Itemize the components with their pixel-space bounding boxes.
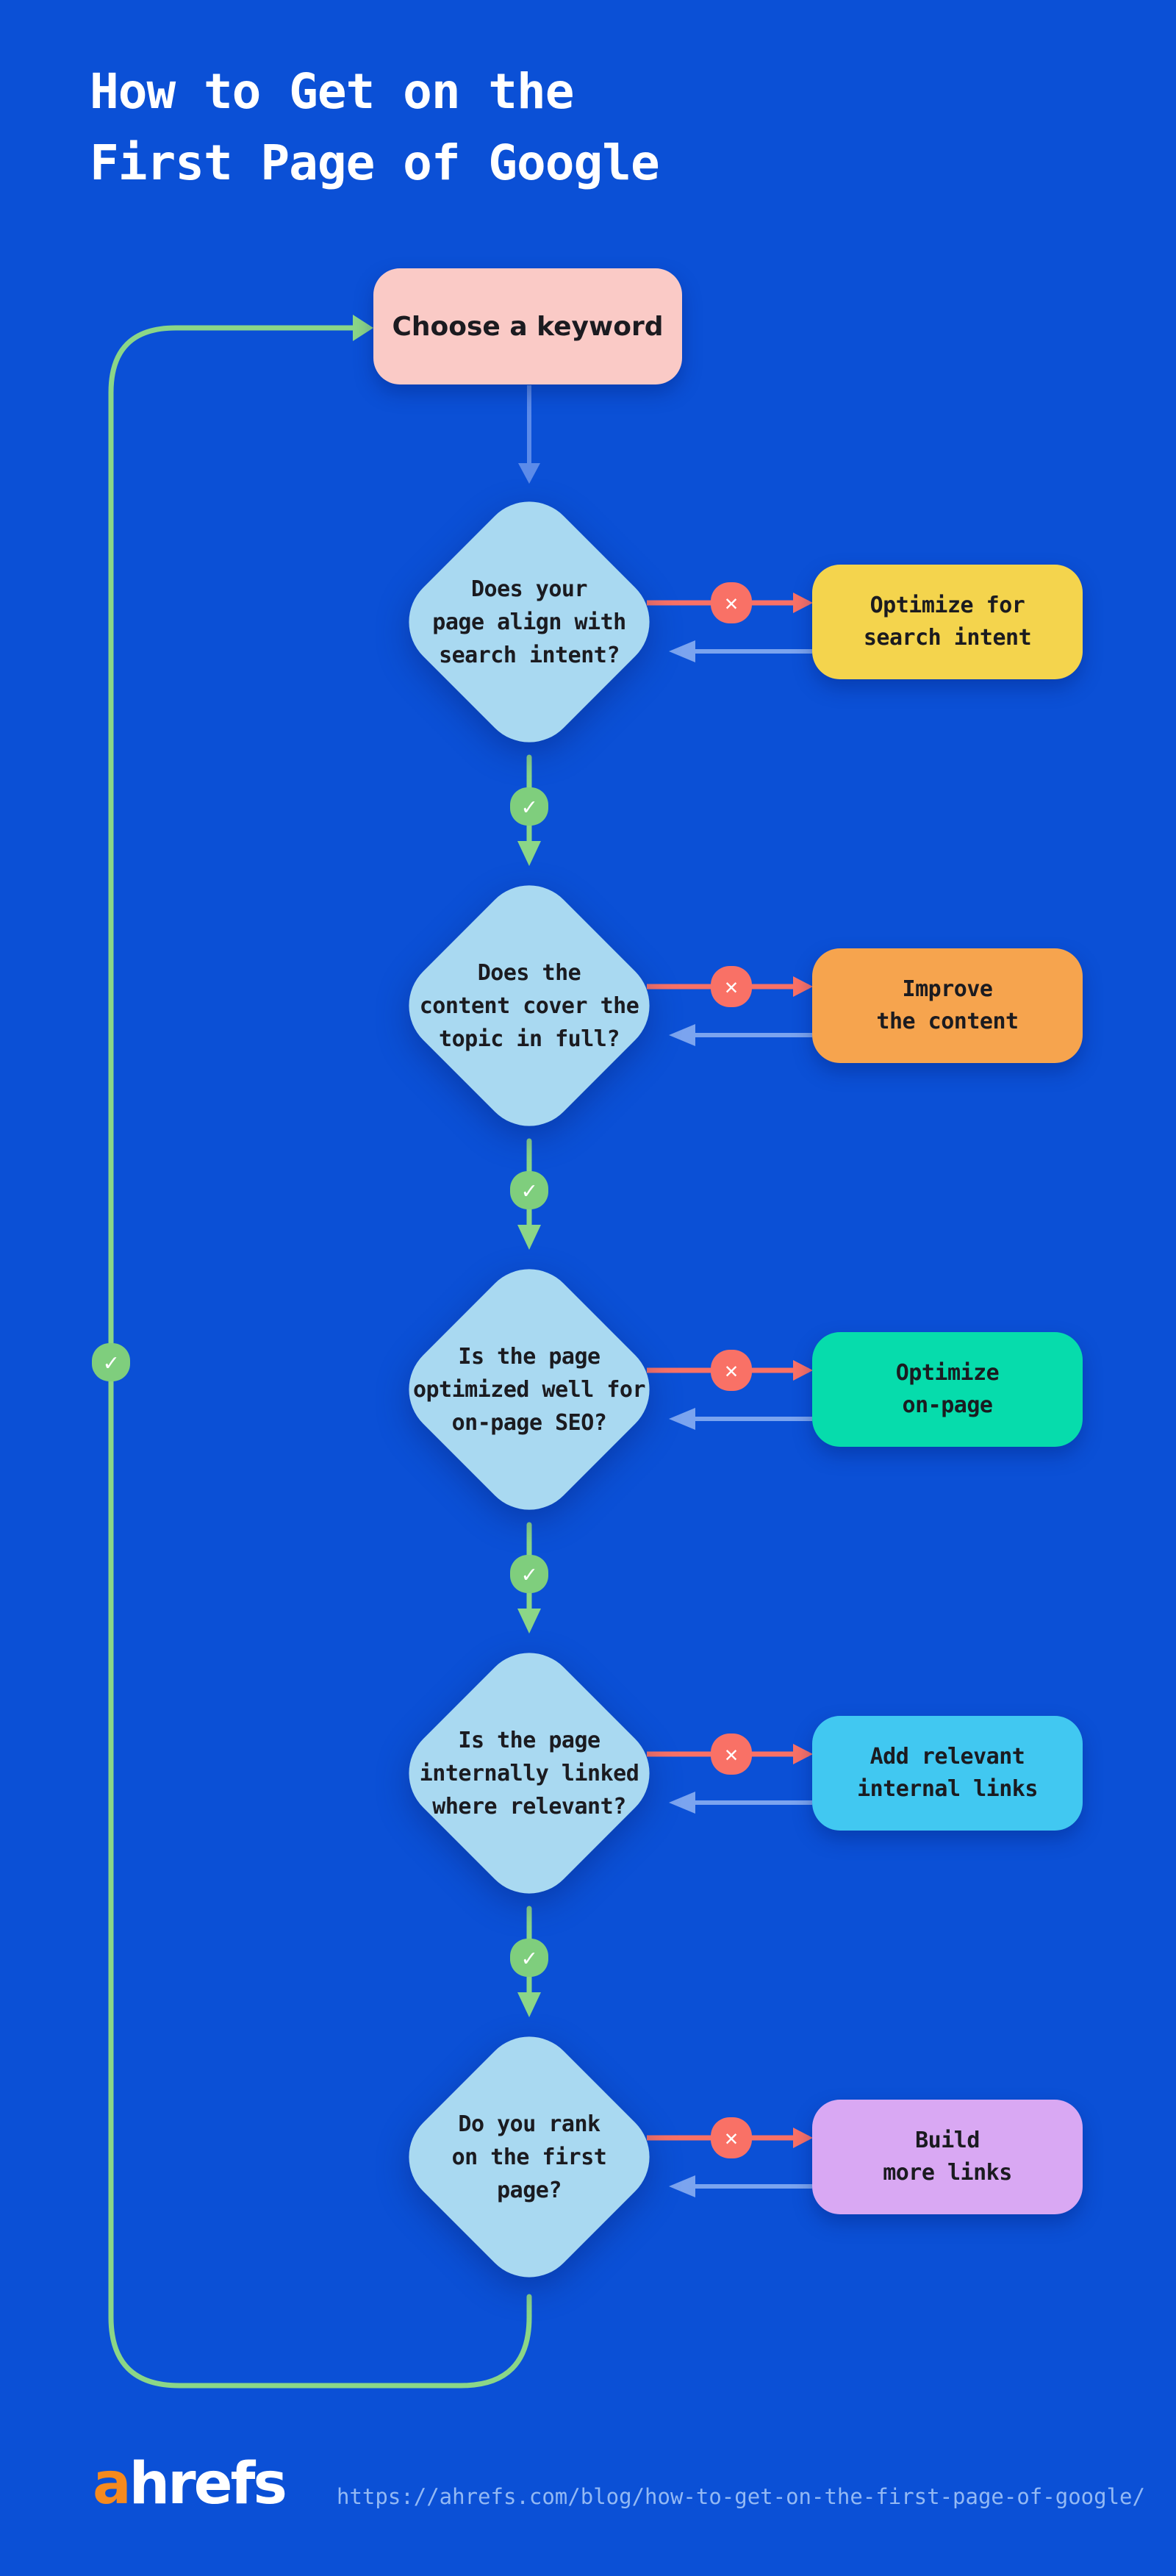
yes-arrowhead-4 <box>517 1992 541 2017</box>
decision-question-4: Is the page internally linked where rele… <box>419 1727 639 1820</box>
no-arrowhead-1 <box>793 593 813 613</box>
no-arrowhead-4 <box>793 1744 813 1764</box>
return-arrowhead-4 <box>669 1792 695 1814</box>
no-arrowhead-3 <box>793 1360 813 1381</box>
no-x-icon-3: ✕ <box>711 1350 752 1391</box>
start-node-choose-keyword: Choose a keyword <box>373 268 682 384</box>
yes-arrowhead-3 <box>517 1609 541 1634</box>
return-arrowhead-3 <box>669 1408 695 1430</box>
loop-arrowhead <box>353 315 373 341</box>
page-title: How to Get on the First Page of Google <box>90 63 660 191</box>
start-arrowhead <box>518 463 540 484</box>
loop-connector-line <box>108 325 532 2389</box>
decision-question-3: Is the page optimized well for on-page S… <box>412 1343 646 1436</box>
yes-check-icon-1: ✓ <box>510 787 548 826</box>
yes-check-icon-3: ✓ <box>510 1555 548 1593</box>
return-arrowhead-1 <box>669 640 695 662</box>
action-box-improve-content: Improve the content <box>812 948 1083 1063</box>
no-x-icon-1: ✕ <box>711 582 752 623</box>
yes-check-icon-loop: ✓ <box>92 1343 130 1381</box>
action-box-build-more-links: Build more links <box>812 2100 1083 2214</box>
no-arrowhead-5 <box>793 2128 813 2148</box>
no-x-icon-2: ✕ <box>711 966 752 1007</box>
no-arrowhead-2 <box>793 976 813 997</box>
yes-arrowhead-1 <box>517 841 541 866</box>
no-x-icon-5: ✕ <box>711 2117 752 2158</box>
action-box-add-internal-links: Add relevant internal links <box>812 1716 1083 1831</box>
yes-arrowhead-2 <box>517 1225 541 1250</box>
ahrefs-logo: ahrefs <box>93 2451 287 2517</box>
decision-question-2: Does the content cover the topic in full… <box>419 959 639 1052</box>
return-arrowhead-2 <box>669 1024 695 1046</box>
ahrefs-logo-hrefs: hrefs <box>129 2451 287 2517</box>
ahrefs-logo-a: a <box>93 2451 132 2517</box>
yes-check-icon-2: ✓ <box>510 1171 548 1209</box>
yes-check-icon-4: ✓ <box>510 1939 548 1977</box>
decision-question-5: Do you rank on the first page? <box>451 2111 607 2203</box>
return-arrowhead-5 <box>669 2175 695 2197</box>
no-x-icon-4: ✕ <box>711 1734 752 1775</box>
source-url: https://ahrefs.com/blog/how-to-get-on-th… <box>337 2484 1145 2509</box>
action-box-optimize-search-intent: Optimize for search intent <box>812 565 1083 679</box>
decision-question-1: Does your page align with search intent? <box>432 576 626 668</box>
action-box-optimize-on-page: Optimize on-page <box>812 1332 1083 1447</box>
